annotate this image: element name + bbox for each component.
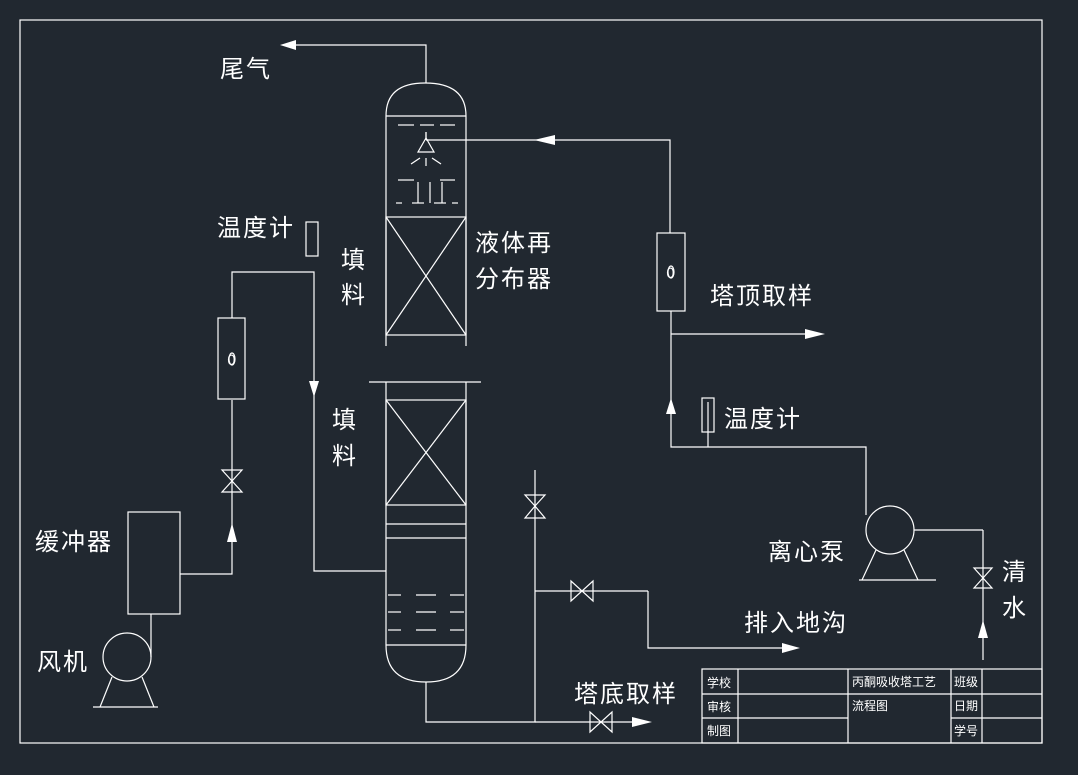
- absorption-tower: [369, 82, 481, 683]
- label-tail-gas: 尾气: [220, 55, 272, 83]
- buffer-tank: [127, 511, 181, 615]
- label-thermometer-left: 温度计: [217, 214, 295, 242]
- label-buffer: 缓冲器: [35, 528, 113, 556]
- bottom-sampling-line: [535, 710, 652, 734]
- tb-class: 班级: [954, 675, 978, 689]
- arrow-right-icon: [782, 643, 800, 653]
- fan: [93, 614, 158, 708]
- label-packing-upper-1: 填: [341, 246, 367, 274]
- thermometer-left-icon: [305, 221, 319, 257]
- label-fan: 风机: [37, 648, 89, 676]
- clear-water-line: [972, 530, 994, 660]
- centrifugal-pump: [859, 505, 983, 581]
- label-thermometer-right: 温度计: [724, 405, 802, 433]
- label-centrifugal-pump: 离心泵: [768, 538, 846, 566]
- label-packing-upper-2: 料: [341, 281, 367, 309]
- rotameter-float-icon: [667, 265, 675, 279]
- label-clear-water-2: 水: [1002, 594, 1028, 622]
- valve-icon: [570, 579, 594, 603]
- drawing-border: [19, 19, 1043, 744]
- label-rotameter-right: 0: [666, 266, 675, 282]
- label-rotameter-left: 0: [227, 353, 236, 369]
- tb-title-1: 丙酮吸收塔工艺: [852, 675, 936, 689]
- tb-drafter: 制图: [707, 724, 731, 738]
- label-bottom-sampling: 塔底取样: [574, 680, 678, 708]
- drain-line: [425, 470, 800, 723]
- label-redistributor-2: 分布器: [475, 265, 553, 293]
- valve-icon: [589, 710, 613, 734]
- arrow-right-icon: [805, 329, 825, 339]
- valve-icon: [972, 567, 994, 589]
- tail-gas-line: [280, 40, 427, 83]
- liquid-distributor: [396, 179, 458, 204]
- upper-packing-bed: [385, 216, 467, 336]
- lower-packing-bed: [385, 399, 467, 506]
- arrow-up-icon: [227, 523, 237, 542]
- label-packing-lower-2: 料: [332, 442, 358, 470]
- tb-title-2: 流程图: [852, 698, 888, 713]
- liquid-feed-line: [425, 132, 867, 515]
- label-redistributor-1: 液体再: [475, 229, 553, 257]
- tb-student-id: 学号: [954, 723, 978, 738]
- rotameter-float-icon: [228, 352, 236, 366]
- arrow-left-icon: [534, 135, 555, 145]
- label-packing-lower-1: 填: [332, 406, 358, 434]
- spray-nozzle-icon: [410, 132, 442, 166]
- label-top-sampling: 塔顶取样: [710, 282, 814, 310]
- tb-date: 日期: [954, 699, 978, 713]
- title-block: 学校 审核 制图 丙酮吸收塔工艺 流程图 班级 日期 学号: [701, 668, 1043, 744]
- valve-icon: [523, 494, 547, 519]
- tb-reviewer: 审核: [707, 699, 731, 714]
- tb-school: 学校: [707, 675, 731, 690]
- air-feed-line: [180, 221, 386, 575]
- arrow-left-icon: [280, 40, 296, 50]
- label-clear-water-1: 清: [1002, 558, 1028, 586]
- label-drain: 排入地沟: [744, 609, 848, 637]
- valve-icon: [220, 469, 244, 493]
- arrow-up-icon: [666, 398, 676, 414]
- arrow-right-icon: [632, 717, 652, 727]
- arrow-up-icon: [978, 620, 988, 638]
- arrow-down-icon: [309, 381, 319, 397]
